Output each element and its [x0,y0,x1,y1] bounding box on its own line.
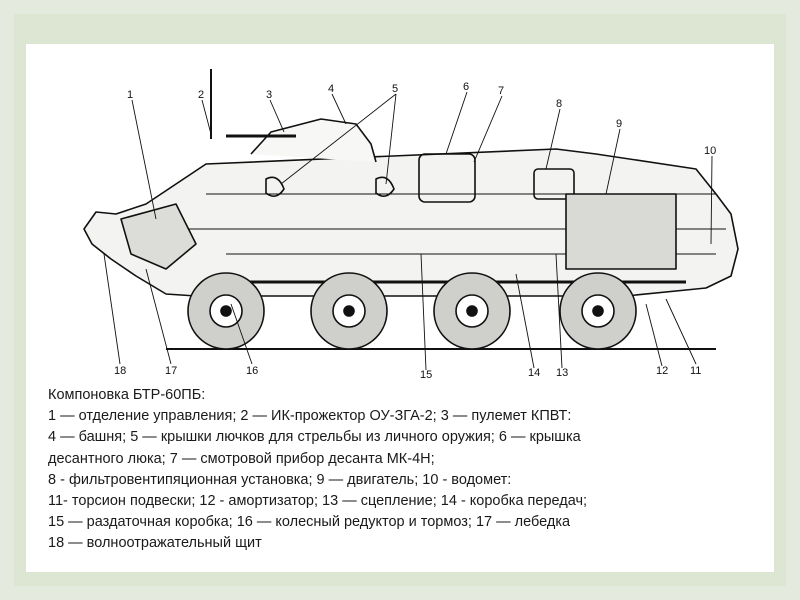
callout-17: 17 [165,365,177,377]
port-cover [375,176,395,197]
wheel [187,272,265,350]
callout-numbers: 1 2 3 4 5 6 7 8 9 10 11 12 13 14 15 16 1… [114,81,716,381]
callout-16: 16 [246,365,258,377]
diagram-caption: Компоновка БТР-60ПБ: 1 — отделение управ… [48,385,768,555]
callout-13: 13 [556,367,568,379]
callout-7: 7 [498,85,504,97]
slide-frame: 1 2 3 4 5 6 7 8 9 10 11 12 13 14 15 16 1… [14,14,786,586]
turret-outline [250,118,377,163]
caption-line: 4 — башня; 5 — крышки лючков для стрельб… [48,429,581,446]
wheel [433,272,511,350]
caption-title: Компоновка БТР-60ПБ: [48,387,206,403]
caption-line: 15 — раздаточная коробка; 16 — колесный … [48,514,571,531]
wheels [187,272,637,350]
hatch [418,153,476,203]
callout-3: 3 [266,89,272,101]
callout-12: 12 [656,365,668,377]
caption-line: 8 - фильтровентипяционная установка; 9 —… [48,471,512,488]
callout-2: 2 [198,89,204,101]
hatch [533,168,575,200]
callout-1: 1 [127,89,133,101]
callout-5: 5 [392,83,398,95]
callout-4: 4 [328,83,334,95]
caption-line: десантного люка; 7 — смотровой прибор де… [48,450,435,467]
port-cover [265,176,285,197]
callout-8: 8 [556,98,562,110]
control-compartment [120,203,197,270]
callout-18: 18 [114,365,126,377]
caption-line: 11- торсион подвески; 12 - амортизатор; … [48,493,588,510]
leader-lines [103,91,713,371]
diagram-panel: 1 2 3 4 5 6 7 8 9 10 11 12 13 14 15 16 1… [26,44,774,572]
caption-line: 18 — волноотражательный щит [48,535,262,552]
engine-block [565,193,677,270]
callout-15: 15 [420,369,432,381]
apc-cutaway-diagram: 1 2 3 4 5 6 7 8 9 10 11 12 13 14 15 16 1… [83,69,739,381]
wheel [559,272,637,350]
callout-6: 6 [463,81,469,93]
callout-9: 9 [616,118,622,130]
callout-10: 10 [704,145,716,157]
callout-14: 14 [528,367,540,379]
wheel [310,272,388,350]
caption-line: 1 — отделение управления; 2 — ИК-прожект… [48,408,572,425]
callout-11: 11 [690,365,701,377]
